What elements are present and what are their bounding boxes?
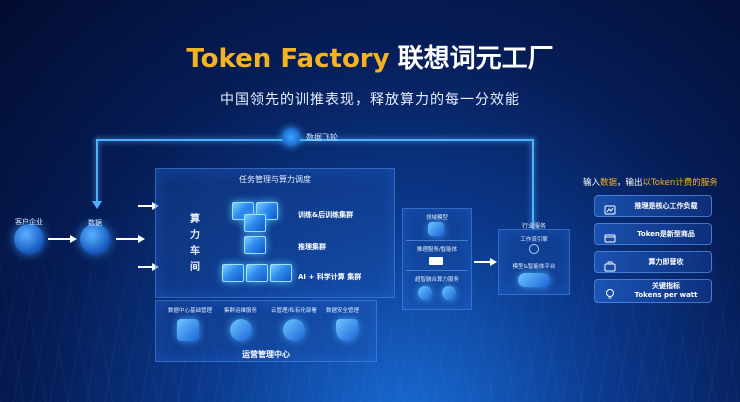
customer-to-data-line — [48, 238, 70, 240]
outcome-pill-4-line1: 关键指标 — [652, 282, 680, 290]
service-item-label-2: 模型&智能体平台 — [512, 264, 556, 270]
model-item-label-1: 领域模型 — [425, 215, 448, 221]
ops-item-label-3: 云管理/私有化部署 — [271, 308, 317, 314]
domain-model-icon — [428, 222, 444, 236]
token-goods-icon — [604, 229, 616, 243]
feed-line-1 — [138, 205, 152, 207]
outcomes-header-mid: ，输出 — [617, 178, 643, 188]
cloud-icon — [283, 319, 305, 341]
ops-item-label-1: 数据中心基础管理 — [168, 308, 213, 314]
data-node-icon — [80, 224, 110, 254]
inference-workload-icon — [604, 201, 616, 215]
inference-cluster-icon — [244, 236, 266, 254]
brain-icon — [442, 286, 456, 300]
feed-arrow-1 — [152, 202, 159, 210]
outcome-pill-4: 关键指标 Tokens per watt — [594, 279, 712, 303]
data-to-hub-arrow — [138, 235, 145, 243]
flywheel-loop-top — [96, 139, 534, 141]
operations-title: 运营管理中心 — [242, 350, 290, 359]
customer-node-icon — [14, 224, 44, 254]
model-item-label-2: 推理服务/智能体 — [416, 247, 458, 253]
workflow-icon — [529, 244, 539, 254]
shield-icon — [336, 319, 358, 341]
hybrid-cloud-icon — [418, 286, 432, 300]
models-to-services-line — [474, 261, 490, 263]
services-title: 行业服务 — [521, 223, 546, 230]
outcome-pill-4-line2: Tokens per watt — [634, 291, 698, 299]
cluster-ops-icon — [230, 319, 252, 341]
data-node-label: 数据 — [88, 219, 102, 227]
outcomes-header-prefix: 输入 — [583, 178, 601, 188]
outcome-pill-3-text: 算力即营收 — [648, 257, 684, 266]
science-cluster-label: AI + 科学计算 集群 — [298, 273, 362, 281]
customer-node-label: 客户企业 — [15, 218, 43, 226]
platform-icon — [518, 273, 550, 287]
feed-arrow-2 — [152, 263, 159, 271]
page-subtitle: 中国领先的训推表现，释放算力的每一分效能 — [220, 92, 520, 108]
training-cluster-label: 训练&后训练集群 — [298, 211, 354, 219]
outcome-pill-4-text: 关键指标 Tokens per watt — [625, 280, 707, 302]
outcomes-header-hl1: 数据 — [600, 178, 618, 188]
model-divider-2 — [406, 270, 468, 271]
models-to-services-arrow — [490, 258, 497, 266]
flywheel-label: 数据飞轮 — [306, 133, 338, 142]
training-cluster-icon-3 — [244, 214, 266, 232]
flywheel-loop-right — [532, 139, 534, 229]
science-cluster-icon-2 — [246, 264, 268, 282]
flywheel-icon — [282, 128, 300, 146]
science-cluster-icon-3 — [270, 264, 292, 282]
flywheel-loop-left — [96, 139, 98, 203]
ops-item-label-2: 集群运维服务 — [224, 308, 258, 314]
data-to-hub-line — [116, 238, 138, 240]
title-brand: Token Factory — [186, 44, 390, 74]
title-cn: 联想词元工厂 — [397, 44, 554, 74]
ops-item-label-4: 数据安全管理 — [326, 308, 360, 314]
agent-badge-icon — [429, 257, 443, 265]
model-divider-1 — [406, 240, 468, 241]
flywheel-arrow-icon — [92, 201, 102, 209]
lightbulb-icon — [604, 285, 616, 299]
service-item-label-1: 工作流引擎 — [520, 237, 548, 243]
customer-to-data-arrow — [70, 235, 77, 243]
outcome-pill-1-text: 推理是核心工作负载 — [634, 201, 698, 210]
feed-line-2 — [138, 266, 152, 268]
outcomes-header: 输入数据，输出以Token计费的服务 — [583, 176, 718, 188]
model-item-label-3: 超智融合算力服务 — [414, 277, 459, 283]
outcome-pill-1: 推理是核心工作负载 — [594, 195, 712, 217]
datacenter-icon — [177, 319, 199, 341]
outcome-pill-2: Token是新型商品 — [594, 223, 712, 245]
compute-hub-vertical-label: 算力车间 — [190, 214, 200, 273]
outcome-pill-3: 算力即营收 — [594, 251, 712, 273]
revenue-icon — [604, 257, 616, 272]
inference-cluster-label: 推理集群 — [298, 243, 326, 251]
compute-hub-title: 任务管理与算力调度 — [239, 175, 311, 184]
science-cluster-icon — [222, 264, 244, 282]
outcome-pill-2-text: Token是新型商品 — [637, 229, 695, 238]
outcomes-header-hl2: 以Token计费的服务 — [642, 178, 718, 188]
